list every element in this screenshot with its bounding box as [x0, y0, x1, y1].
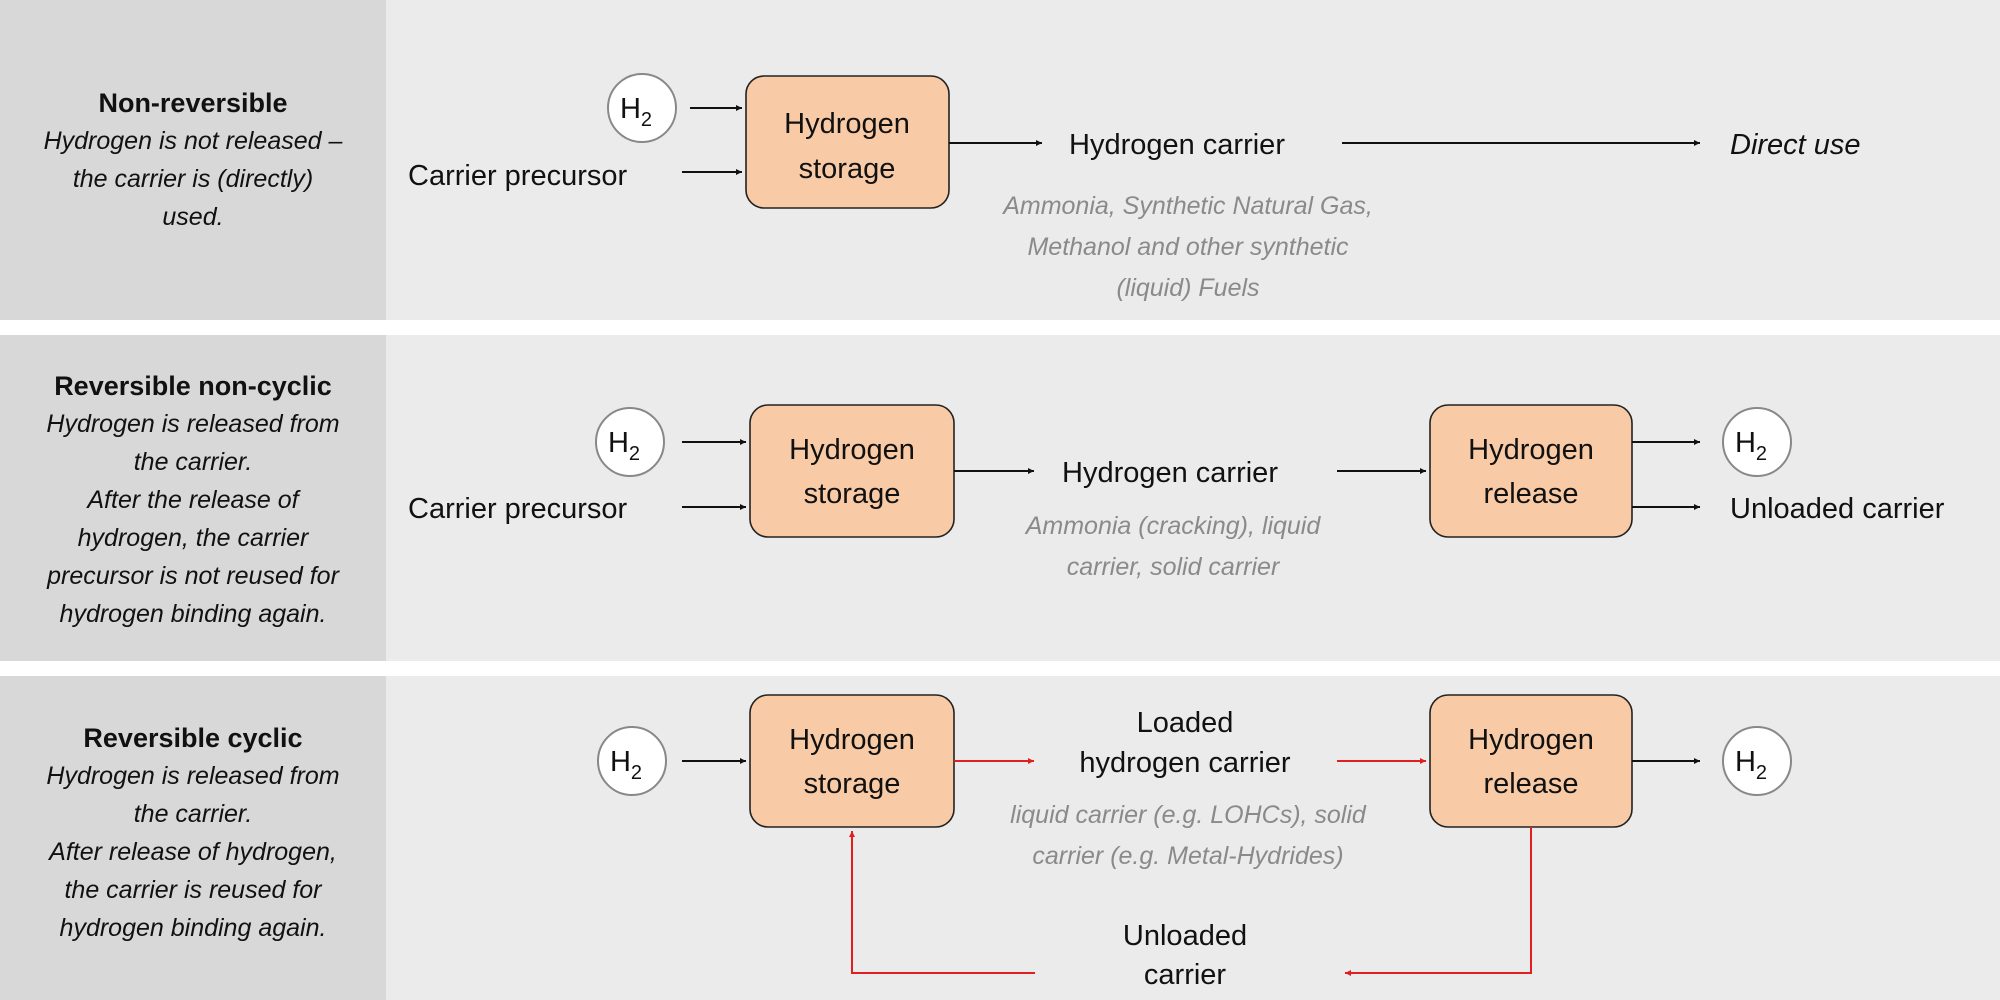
row-description-line: the carrier.: [133, 448, 253, 476]
box-label-line: Hydrogen: [784, 108, 910, 140]
carrier-precursor-label: Carrier precursor: [408, 160, 627, 192]
row-title: Reversible cyclic: [83, 723, 303, 753]
h2-subscript: 2: [631, 762, 642, 784]
box-label-line: Hydrogen: [1468, 724, 1594, 756]
row-title: Reversible non-cyclic: [54, 371, 332, 401]
carrier-examples: Ammonia (cracking), liquid: [1024, 512, 1322, 540]
row-description-line: the carrier.: [133, 800, 253, 828]
return-loop-arrow: [849, 831, 1035, 974]
unloaded-carrier-label: Unloaded: [1123, 920, 1247, 952]
hydrogen-storage-box: Hydrogen storage: [749, 694, 955, 828]
row-label-column: [0, 335, 386, 661]
svg-text:H2: H2: [620, 93, 652, 131]
svg-text:H2: H2: [1735, 746, 1767, 784]
hydrogen-storage-box: Hydrogen storage: [749, 404, 955, 538]
unloaded-carrier-label: Unloaded carrier: [1730, 493, 1945, 525]
hydrogen-storage-box: Hydrogen storage: [745, 75, 950, 209]
box-label-line: Hydrogen: [789, 724, 915, 756]
box-label-line: Hydrogen: [789, 434, 915, 466]
row-description-line: Hydrogen is released from: [46, 762, 340, 790]
row-title: Non-reversible: [98, 88, 288, 118]
svg-text:H2: H2: [608, 427, 640, 465]
row-description-line: Hydrogen is not released –: [43, 127, 343, 155]
row-label-column: [0, 0, 386, 320]
box-label-line: Hydrogen: [1468, 434, 1594, 466]
row-label-column: [0, 676, 386, 1000]
carrier-examples: Methanol and other synthetic: [1027, 233, 1349, 261]
unloaded-carrier-label: carrier: [1144, 959, 1227, 991]
h2-input-node: H2: [607, 73, 677, 143]
h2-label: H: [1735, 427, 1756, 459]
h2-label: H: [620, 93, 641, 125]
row-description: Reversible cyclic Hydrogen is released f…: [0, 719, 386, 947]
return-loop-arrow: [1345, 827, 1532, 976]
h2-subscript: 2: [641, 109, 652, 131]
h2-label: H: [608, 427, 629, 459]
row-description: Reversible non-cyclic Hydrogen is releas…: [0, 367, 386, 633]
row-diagram-area: [386, 335, 2000, 661]
row-description-line: used.: [162, 203, 224, 231]
row-description-line: the carrier is (directly): [72, 165, 314, 193]
row-description-line: precursor is not reused for: [47, 562, 339, 590]
box-label-line: release: [1483, 478, 1578, 510]
row-description-line: After the release of: [87, 486, 299, 514]
h2-subscript: 2: [1756, 443, 1767, 465]
hydrogen-carrier-label: Hydrogen carrier: [1062, 457, 1278, 489]
h2-output-node: H2: [1722, 407, 1792, 477]
row-description-line: Hydrogen is released from: [46, 410, 340, 438]
box-label-line: storage: [804, 768, 901, 800]
row-description-line: After release of hydrogen,: [49, 838, 337, 866]
loaded-carrier-label: Loaded: [1137, 707, 1234, 739]
row-description-line: the carrier is reused for: [64, 876, 322, 904]
loaded-carrier-label: hydrogen carrier: [1079, 747, 1290, 779]
box-label-line: storage: [804, 478, 901, 510]
box-label-line: release: [1483, 768, 1578, 800]
row-description-line: hydrogen, the carrier: [77, 524, 309, 552]
row-reversible-non-cyclic: [0, 335, 2000, 661]
h2-input-node: H2: [595, 407, 665, 477]
carrier-examples: Ammonia, Synthetic Natural Gas,: [1001, 192, 1373, 220]
row-reversible-cyclic: [0, 676, 2000, 1000]
row-description-line: hydrogen binding again.: [59, 914, 327, 942]
h2-subscript: 2: [1756, 762, 1767, 784]
h2-input-node: H2: [597, 726, 667, 796]
hydrogen-release-box: Hydrogen release: [1429, 404, 1633, 538]
carrier-precursor-label: Carrier precursor: [408, 493, 627, 525]
box-label-line: storage: [799, 153, 896, 185]
row-diagram-area: [386, 0, 2000, 320]
svg-text:H2: H2: [610, 746, 642, 784]
h2-label: H: [1735, 746, 1756, 778]
h2-output-node: H2: [1722, 726, 1792, 796]
direct-use-label: Direct use: [1730, 129, 1861, 161]
hydrogen-carrier-label: Hydrogen carrier: [1069, 129, 1285, 161]
carrier-examples: carrier (e.g. Metal-Hydrides): [1032, 842, 1343, 870]
carrier-examples: liquid carrier (e.g. LOHCs), solid: [1010, 801, 1367, 829]
carrier-examples: (liquid) Fuels: [1116, 274, 1259, 302]
row-description: Non-reversible Hydrogen is not released …: [0, 84, 386, 236]
row-description-line: hydrogen binding again.: [59, 600, 327, 628]
h2-subscript: 2: [629, 443, 640, 465]
carrier-examples: carrier, solid carrier: [1067, 553, 1281, 581]
row-non-reversible: [0, 0, 2000, 320]
h2-label: H: [610, 746, 631, 778]
svg-text:H2: H2: [1735, 427, 1767, 465]
row-diagram-area: [386, 676, 2000, 1000]
hydrogen-release-box: Hydrogen release: [1429, 694, 1633, 828]
